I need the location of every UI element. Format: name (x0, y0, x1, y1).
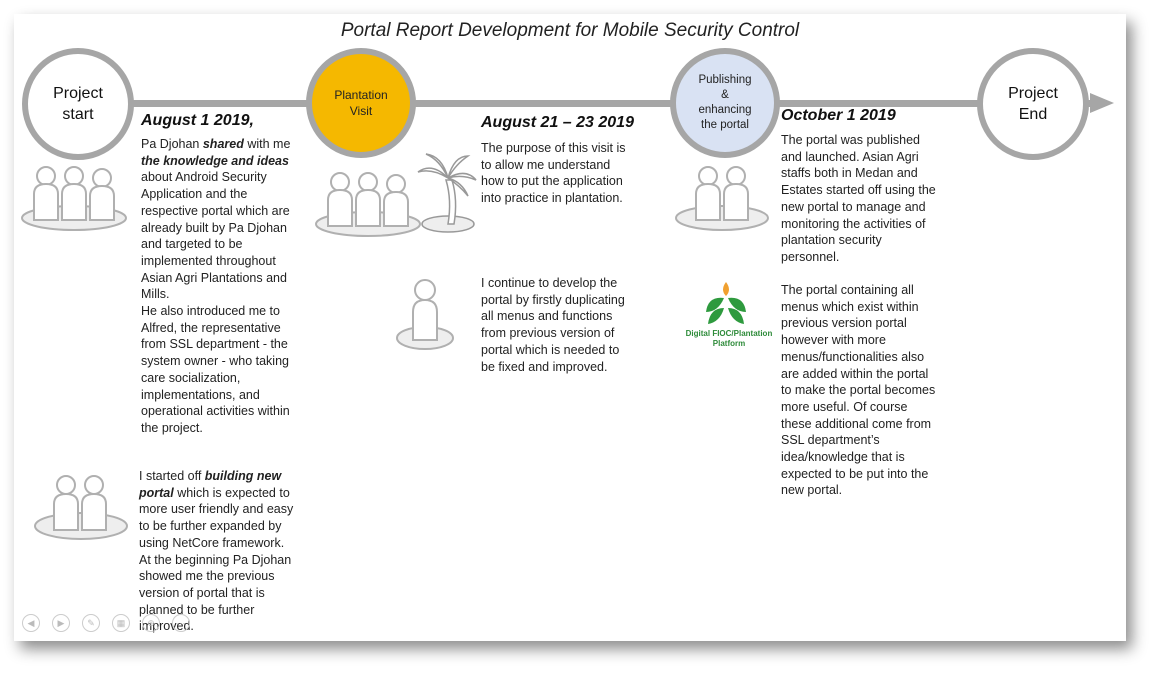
palm-tree-icon (417, 153, 477, 233)
single-person-icon (396, 279, 454, 350)
text-portal-containing: The portal containing all menus which ex… (781, 283, 936, 498)
text-run: which is expected to more user friendly … (139, 485, 294, 634)
next-slide-button[interactable]: ▶ (52, 614, 70, 632)
logo-caption-line: Digital FIOC/Plantation (685, 329, 773, 338)
text-run: with me (243, 137, 291, 151)
group-of-people-icon (21, 166, 127, 231)
slides-grid-icon[interactable]: ▦ (112, 614, 130, 632)
milestone-label: & (721, 89, 729, 101)
text-visit-purpose: The purpose of this visit is to allow me… (481, 141, 626, 206)
milestone-label: Publishing (698, 74, 752, 86)
milestone-publishing: Publishing & enhancing the portal (670, 48, 780, 158)
milestone-plantation-visit: Plantation Visit (306, 48, 416, 158)
text-run: I started off (139, 469, 205, 483)
two-people-icon (675, 166, 769, 231)
previous-slide-button[interactable]: ◀ (22, 614, 40, 632)
more-options-icon[interactable]: ⋯ (172, 614, 190, 632)
text-portal-published: The portal was published and launched. A… (781, 133, 936, 264)
digital-fioc-logo-icon (706, 282, 746, 324)
text-run-emphasis: building new portal (139, 469, 282, 500)
milestone-label: the portal (701, 119, 749, 131)
text-run: about Android Security Application and t… (141, 170, 290, 435)
date-august-21-23: August 21 – 23 2019 (481, 114, 634, 131)
milestone-project-start: Project start (22, 48, 134, 160)
milestone-label: start (62, 106, 94, 123)
text-august-1-meeting: Pa Djohan shared with me the knowledge a… (141, 136, 316, 437)
timeline-arrowhead (1090, 93, 1114, 113)
slide: Portal Report Development for Mobile Sec… (14, 14, 1126, 641)
milestone-label: Plantation (334, 88, 388, 102)
group-of-people-icon (315, 172, 421, 237)
date-august-1: August 1 2019, (141, 112, 254, 129)
slide-title: Portal Report Development for Mobile Sec… (340, 20, 800, 41)
milestone-label: Visit (349, 104, 373, 118)
text-building-portal: I started off building new portal which … (139, 468, 314, 635)
milestone-label: End (1018, 106, 1048, 123)
date-october-1: October 1 2019 (781, 107, 896, 124)
text-run: Pa Djohan (141, 137, 203, 151)
text-run-emphasis: the knowledge and ideas (141, 153, 289, 168)
text-continue-develop: I continue to develop the portal by firs… (481, 276, 625, 374)
logo-caption-line: Platform (712, 339, 746, 348)
milestone-label: enhancing (698, 104, 752, 116)
two-people-icon (34, 475, 128, 540)
pen-tool-icon[interactable]: ✎ (82, 614, 100, 632)
milestone-label: Project (1008, 85, 1058, 102)
milestone-label: Project (53, 85, 103, 102)
zoom-icon[interactable]: ⊕ (142, 614, 160, 632)
milestone-project-end: Project End (977, 48, 1089, 160)
logo-caption: Digital FIOC/Plantation Platform (674, 329, 784, 349)
text-run-emphasis: shared (202, 137, 244, 151)
timeline-line (114, 100, 1092, 107)
